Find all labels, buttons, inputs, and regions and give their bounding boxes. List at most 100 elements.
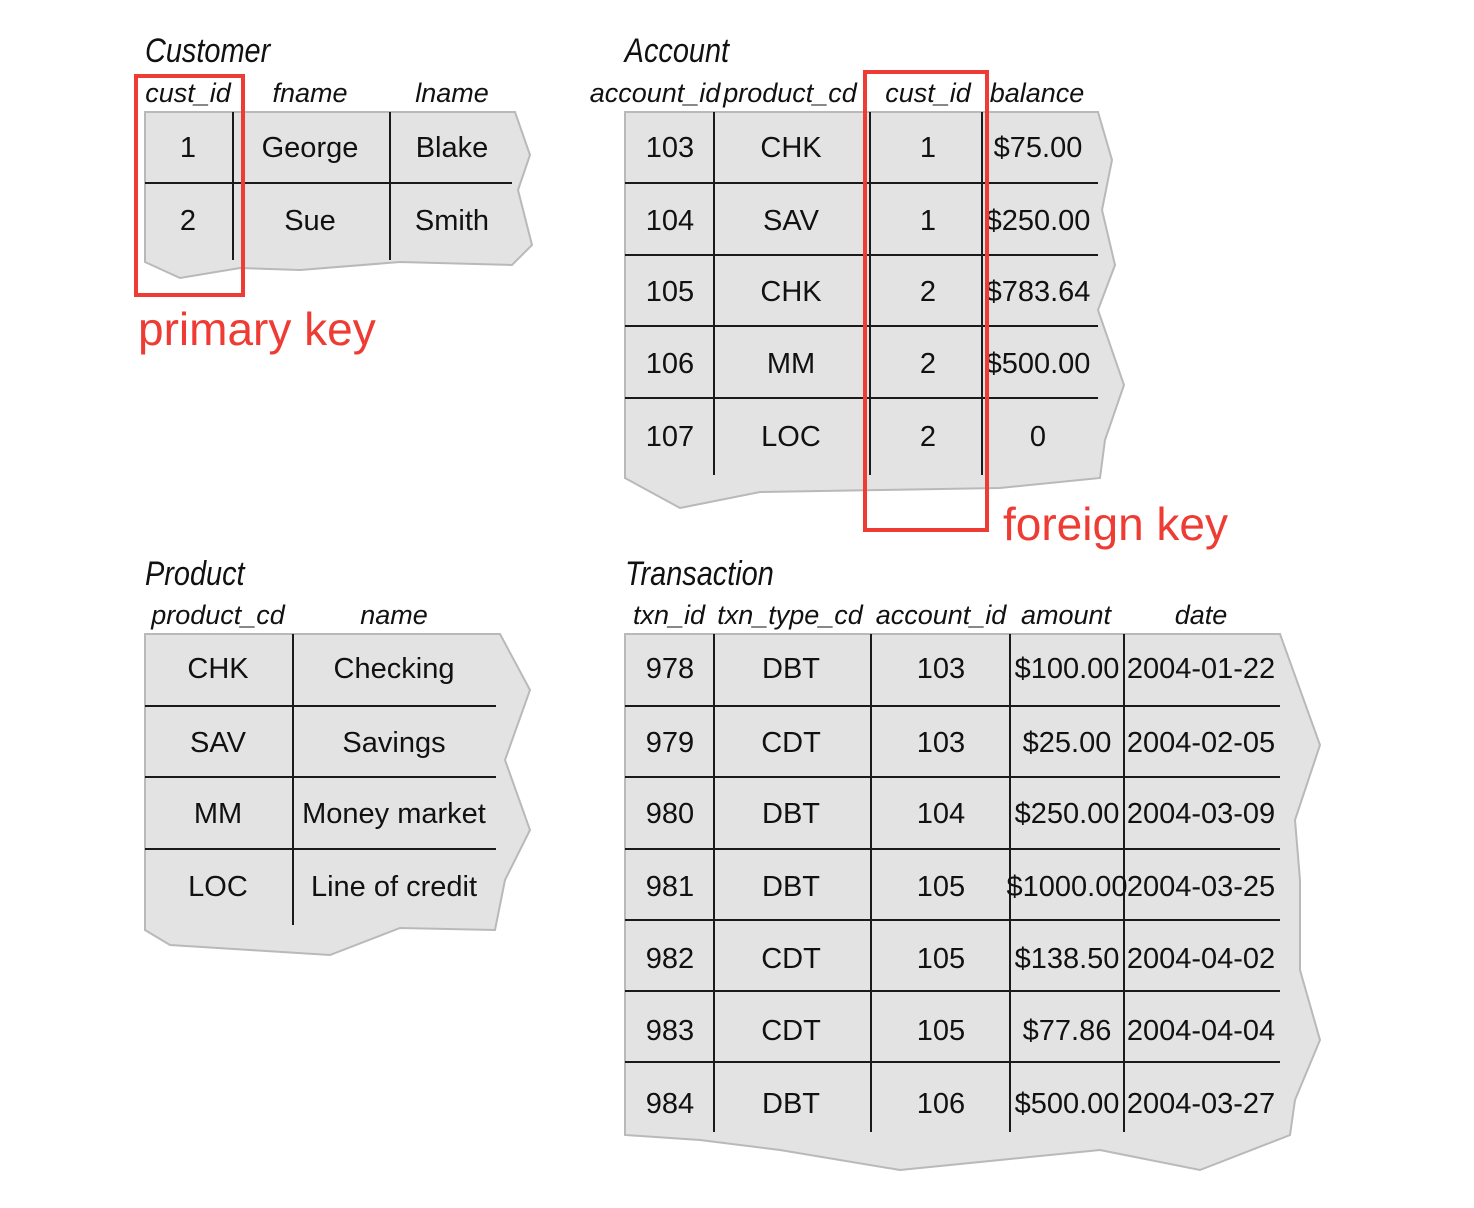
account-cell: 1 xyxy=(920,205,936,237)
transaction-col-date: date xyxy=(1175,600,1228,630)
account-row: 104 SAV 1 $250.00 xyxy=(646,205,1091,237)
account-cell: SAV xyxy=(763,205,820,237)
transaction-cell: DBT xyxy=(762,798,820,830)
transaction-cell: 105 xyxy=(917,943,965,975)
account-table: Account account_id product_cd cust_id ba… xyxy=(590,31,1126,510)
account-table-body xyxy=(624,111,1126,510)
customer-cell: 2 xyxy=(180,205,196,237)
transaction-cell: 980 xyxy=(646,798,694,830)
product-cell: LOC xyxy=(188,871,248,903)
transaction-cell: 2004-02-05 xyxy=(1127,727,1275,759)
account-col-cust_id: cust_id xyxy=(885,78,972,108)
account-cell: LOC xyxy=(761,421,821,453)
product-col-product_cd: product_cd xyxy=(150,600,286,630)
product-cell: Checking xyxy=(334,653,455,685)
product-cell: MM xyxy=(194,798,242,830)
transaction-cell: $500.00 xyxy=(1015,1088,1120,1120)
customer-cell: Sue xyxy=(284,205,336,237)
transaction-cell: $138.50 xyxy=(1015,943,1120,975)
transaction-cell: 983 xyxy=(646,1015,694,1047)
transaction-row: 981 DBT 105 $1000.00 2004-03-25 xyxy=(646,871,1275,903)
transaction-cell: $77.86 xyxy=(1023,1015,1112,1047)
transaction-col-account_id: account_id xyxy=(876,600,1008,630)
customer-cell: Smith xyxy=(415,205,489,237)
transaction-cell: 105 xyxy=(917,871,965,903)
transaction-col-amount: amount xyxy=(1021,600,1113,630)
transaction-row: 984 DBT 106 $500.00 2004-03-27 xyxy=(646,1088,1275,1120)
foreign-key-highlight xyxy=(863,70,989,532)
transaction-table: Transaction txn_id txn_type_cd account_i… xyxy=(624,554,1322,1172)
transaction-cell: 2004-03-27 xyxy=(1127,1088,1275,1120)
account-cell: CHK xyxy=(760,132,822,164)
account-cell: 2 xyxy=(920,421,936,453)
customer-col-cust_id: cust_id xyxy=(145,78,232,108)
transaction-cell: 982 xyxy=(646,943,694,975)
customer-row: 1 George Blake xyxy=(180,132,488,164)
transaction-cell: 979 xyxy=(646,727,694,759)
product-row: MM Money market xyxy=(194,798,486,830)
transaction-row: 983 CDT 105 $77.86 2004-04-04 xyxy=(646,1015,1275,1047)
product-table-body xyxy=(144,633,532,957)
transaction-cell: 103 xyxy=(917,727,965,759)
transaction-cell: 2004-03-09 xyxy=(1127,798,1275,830)
account-cell: $783.64 xyxy=(986,276,1091,308)
account-cell: 2 xyxy=(920,276,936,308)
account-col-product_cd: product_cd xyxy=(722,78,858,108)
transaction-cell: 978 xyxy=(646,653,694,685)
account-cell: 105 xyxy=(646,276,694,308)
transaction-col-txn_type_cd: txn_type_cd xyxy=(717,600,864,630)
transaction-row: 978 DBT 103 $100.00 2004-01-22 xyxy=(646,653,1275,685)
product-cell: Money market xyxy=(302,798,486,830)
transaction-cell: $100.00 xyxy=(1015,653,1120,685)
transaction-cell: DBT xyxy=(762,653,820,685)
transaction-cell: 2004-04-02 xyxy=(1127,943,1275,975)
transaction-cell: 103 xyxy=(917,653,965,685)
transaction-row: 980 DBT 104 $250.00 2004-03-09 xyxy=(646,798,1275,830)
account-row: 106 MM 2 $500.00 xyxy=(646,348,1091,380)
account-row: 103 CHK 1 $75.00 xyxy=(646,132,1083,164)
primary-key-highlight xyxy=(134,74,245,297)
account-col-account_id: account_id xyxy=(590,78,722,108)
product-cell: Line of credit xyxy=(311,871,477,903)
transaction-cell: 2004-03-25 xyxy=(1127,871,1275,903)
transaction-cell: 981 xyxy=(646,871,694,903)
account-cell: 103 xyxy=(646,132,694,164)
product-table-title: Product xyxy=(145,554,246,593)
transaction-cell: 104 xyxy=(917,798,965,830)
customer-cell: Blake xyxy=(416,132,489,164)
account-cell: 2 xyxy=(920,348,936,380)
product-cell: Savings xyxy=(342,727,445,759)
product-col-name: name xyxy=(360,600,428,630)
product-cell: CHK xyxy=(187,653,249,685)
account-cell: 1 xyxy=(920,132,936,164)
customer-col-lname: lname xyxy=(415,78,489,108)
transaction-cell: 105 xyxy=(917,1015,965,1047)
transaction-col-txn_id: txn_id xyxy=(633,600,706,630)
transaction-cell: 2004-04-04 xyxy=(1127,1015,1275,1047)
account-table-title: Account xyxy=(623,31,730,70)
transaction-cell: CDT xyxy=(761,943,821,975)
account-cell: $500.00 xyxy=(986,348,1091,380)
transaction-cell: DBT xyxy=(762,871,820,903)
transaction-cell: 984 xyxy=(646,1088,694,1120)
account-cell: 104 xyxy=(646,205,694,237)
transaction-cell: $250.00 xyxy=(1015,798,1120,830)
product-row: CHK Checking xyxy=(187,653,454,685)
transaction-row: 982 CDT 105 $138.50 2004-04-02 xyxy=(646,943,1275,975)
customer-table: Customer cust_id fname lname 1 George Bl… xyxy=(144,31,534,280)
product-row: SAV Savings xyxy=(190,727,446,759)
transaction-cell: CDT xyxy=(761,727,821,759)
account-row: 105 CHK 2 $783.64 xyxy=(646,276,1091,308)
transaction-table-body xyxy=(624,633,1322,1172)
product-table: Product product_cd name CHK Checking SAV… xyxy=(144,554,532,957)
customer-cell: 1 xyxy=(180,132,196,164)
account-cell: 0 xyxy=(1030,421,1046,453)
account-col-balance: balance xyxy=(990,78,1085,108)
account-cell: MM xyxy=(767,348,815,380)
transaction-cell: $1000.00 xyxy=(1007,871,1128,903)
transaction-table-title: Transaction xyxy=(625,554,774,593)
account-cell: $250.00 xyxy=(986,205,1091,237)
product-cell: SAV xyxy=(190,727,247,759)
account-cell: 106 xyxy=(646,348,694,380)
